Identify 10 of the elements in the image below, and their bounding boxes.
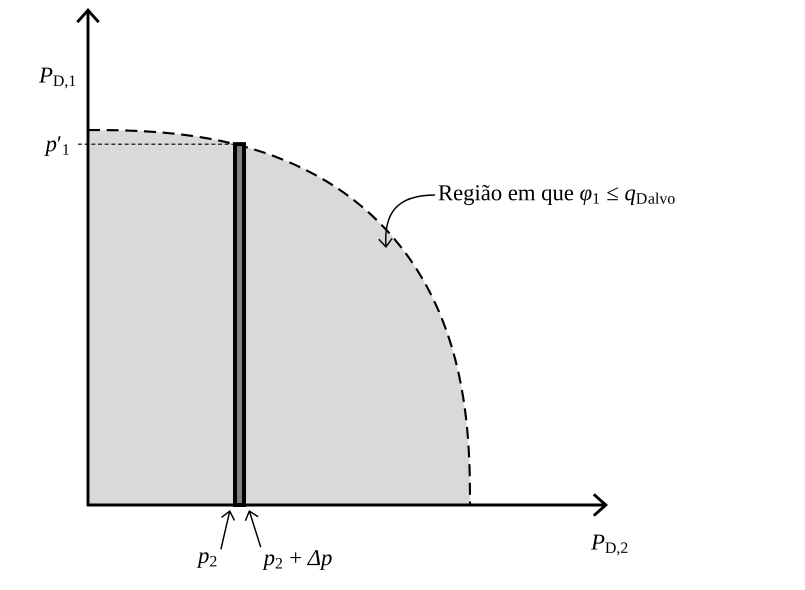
annotation-label: Região em que φ$_{1}$ ≤ q$_{Dalvo}$	[438, 184, 675, 206]
axis-label: P$_{D,1}$	[38, 68, 76, 88]
leader-arrow	[244, 510, 262, 548]
strip	[233, 142, 246, 507]
leader-arrow	[220, 510, 236, 550]
annotation-label: p$_{2}$ + Δp	[262, 550, 332, 570]
leader-arrow	[378, 194, 436, 248]
annotation-label: p$_{2}$	[196, 552, 216, 568]
axis-label: p′$_{1}$	[44, 136, 69, 156]
axis-label: P$_{D,2}$	[590, 534, 628, 556]
